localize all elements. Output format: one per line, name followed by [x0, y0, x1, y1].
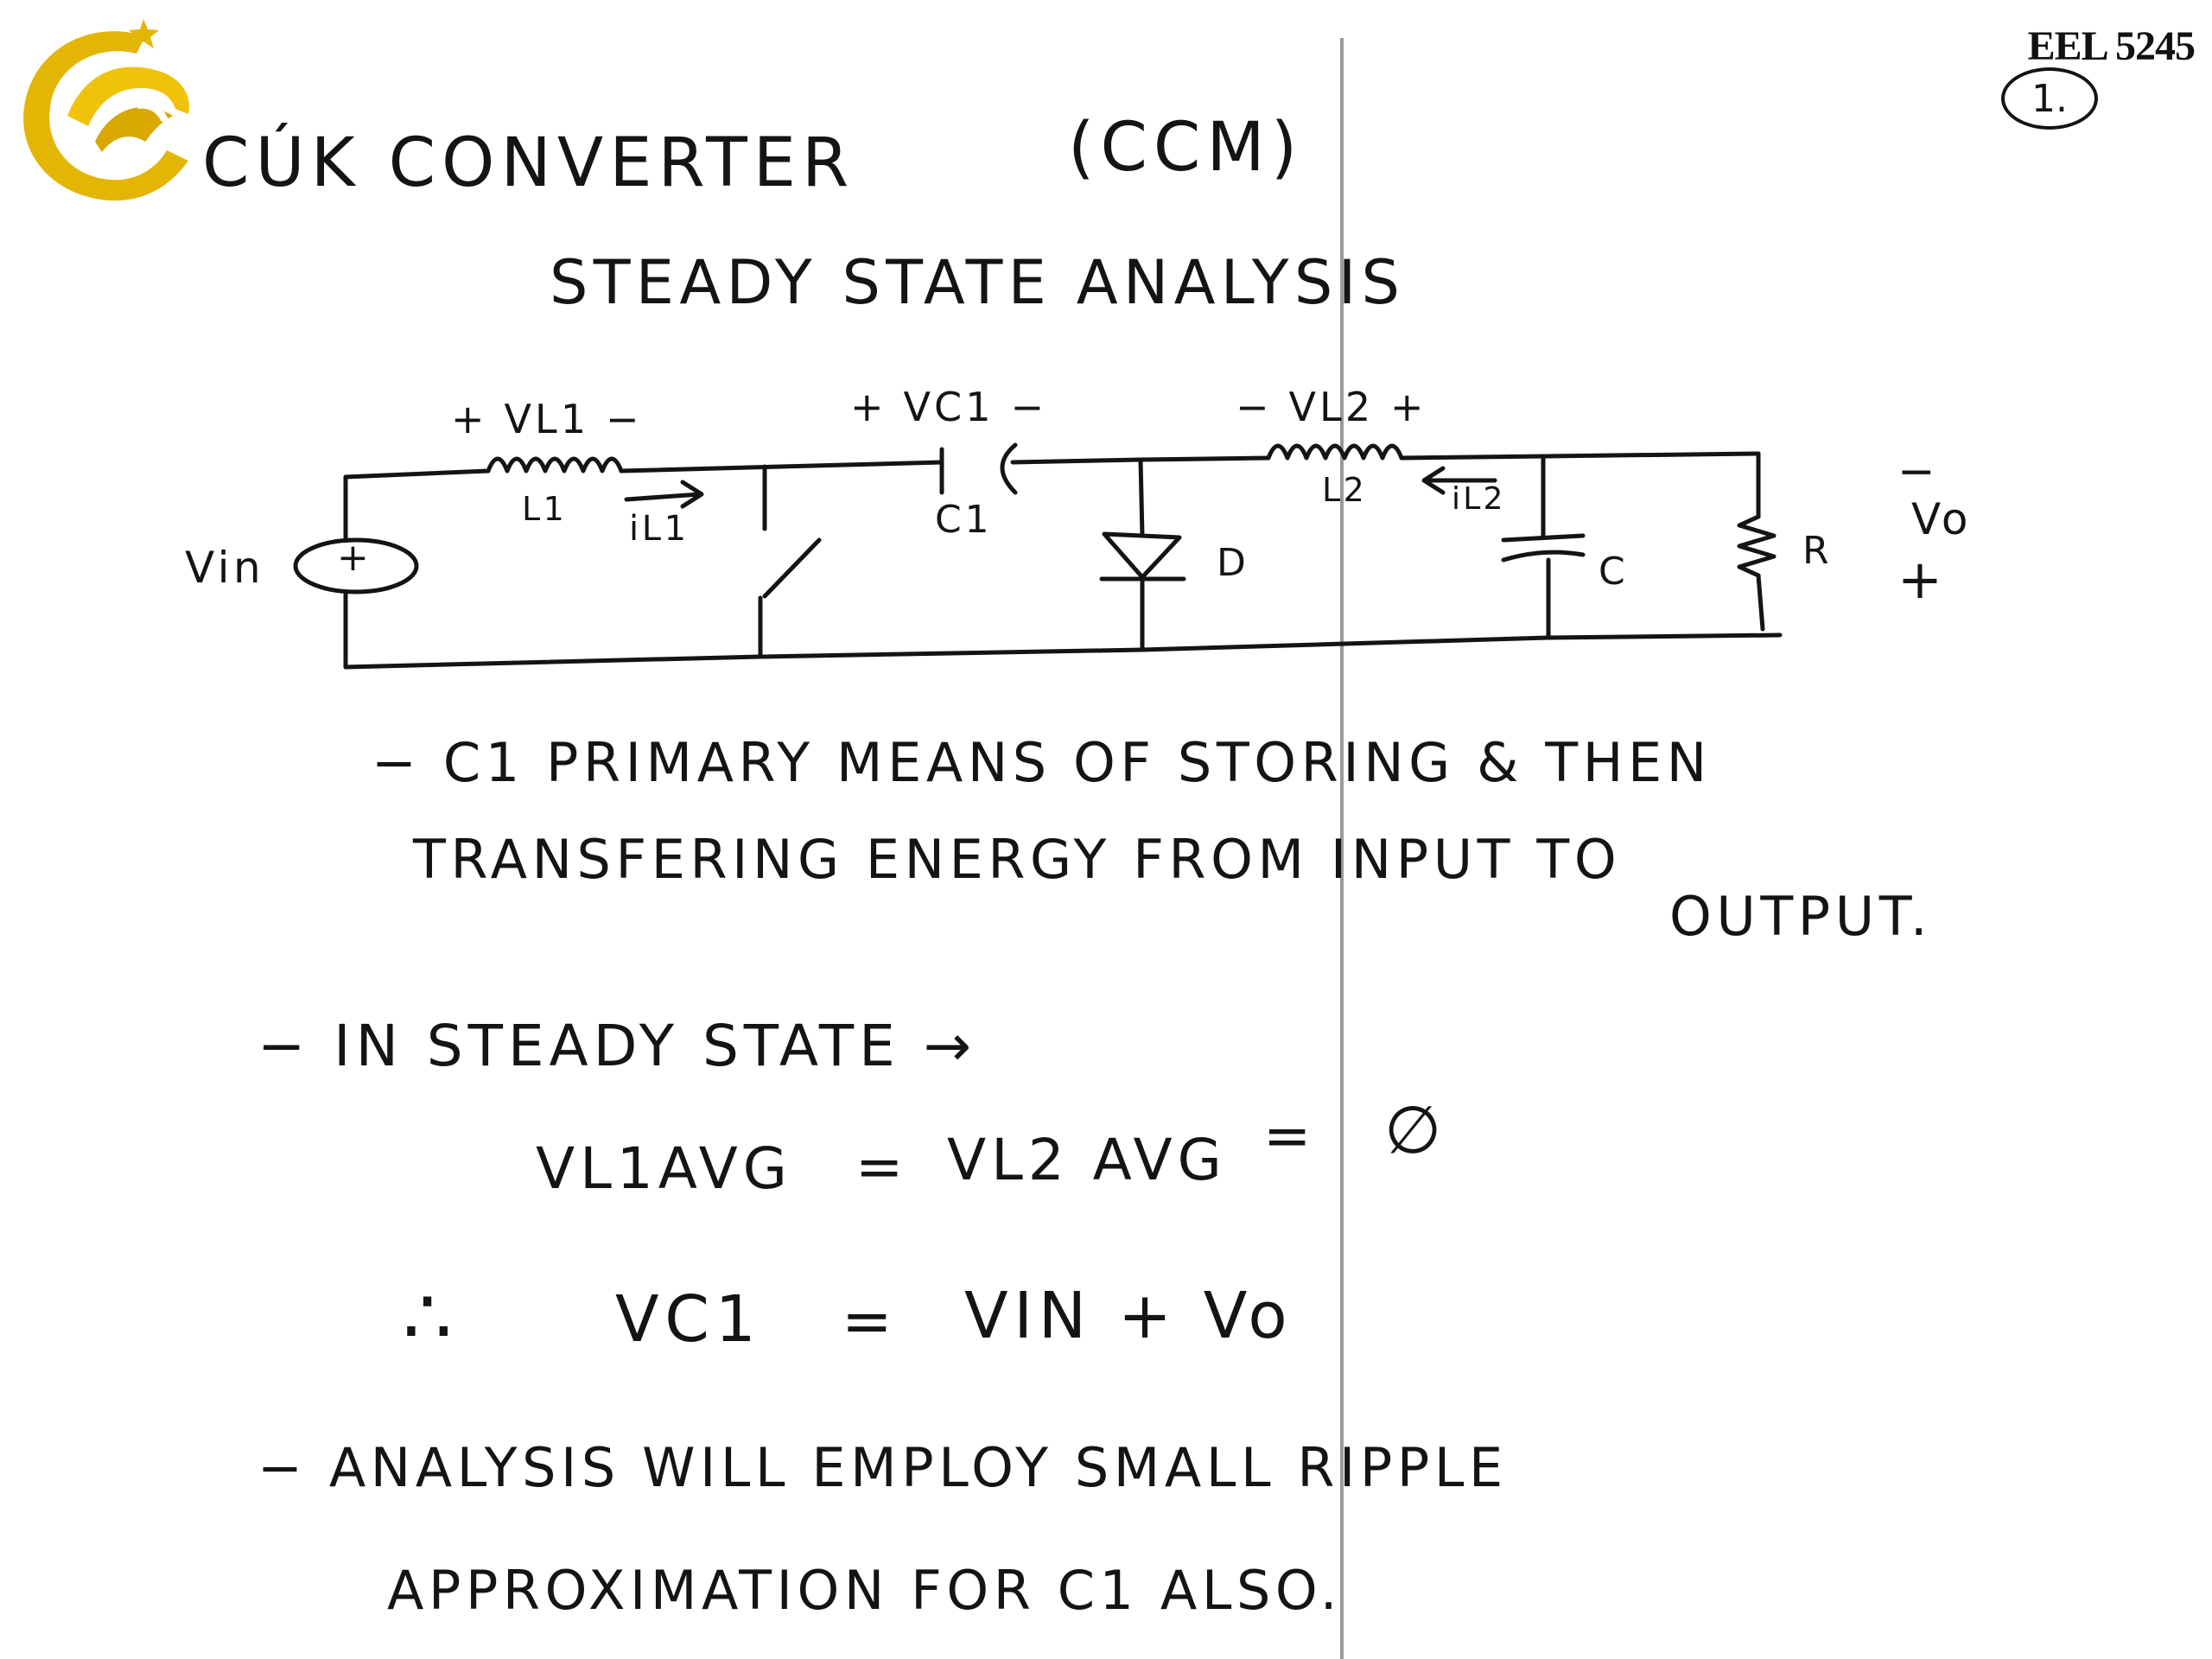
university-logo-icon: [23, 19, 189, 201]
l2-label: L2: [1322, 471, 1368, 509]
page-divider-line: [1340, 38, 1344, 1659]
c1-voltage-label: + VC1 −: [850, 384, 1048, 430]
wire-top-left: [343, 468, 491, 480]
l1-label: L1: [522, 490, 568, 528]
vo-label: Vo: [1911, 494, 1972, 544]
note-2-line-1: − IN STEADY STATE →: [257, 1013, 976, 1079]
equation-1-equals-1: =: [855, 1134, 909, 1200]
il2-arrow-icon: [1421, 466, 1497, 495]
diode-icon: [1099, 457, 1186, 652]
c-label: C: [1599, 550, 1629, 594]
equation-2-rhs: VIN + Vo: [964, 1279, 1294, 1353]
inductor-l1-icon: [486, 456, 624, 474]
l1-current-label: iL1: [629, 509, 690, 549]
page-title: CÚK CONVERTER: [202, 124, 855, 202]
resistor-r-icon: [1737, 451, 1777, 632]
l1-voltage-label: + VL1 −: [451, 396, 643, 442]
vo-minus-label: −: [1897, 446, 1940, 498]
equation-2-equals: =: [842, 1286, 898, 1357]
source-polarity: +: [337, 536, 372, 580]
note-3-line-2: APPROXIMATION FOR C1 ALSO.: [387, 1559, 1343, 1622]
equation-1-mid: VL2 AVG: [947, 1127, 1227, 1193]
capacitor-c-icon: [1501, 454, 1586, 640]
r-label: R: [1802, 529, 1833, 573]
page-title-mode: (CCM): [1068, 109, 1304, 187]
capacitor-c1-icon: [939, 442, 1143, 495]
inductor-l2-icon: [1266, 443, 1404, 461]
therefore-symbol: ∴: [403, 1272, 460, 1363]
equation-1-lhs: VL1AVG: [536, 1135, 792, 1202]
source-label: Vin: [185, 543, 265, 593]
il1-arrow-icon: [624, 480, 704, 509]
equation-1-equals-2: =: [1263, 1103, 1317, 1169]
l2-current-label: iL2: [1452, 481, 1506, 517]
course-code: EEL 5245: [2027, 23, 2196, 69]
note-3-line-1: − ANALYSIS WILL EMPLOY SMALL RIPPLE: [257, 1436, 1508, 1499]
cuk-converter-schematic: [293, 442, 1783, 670]
voltage-source-icon: [293, 474, 419, 670]
note-1-line-3: OUTPUT.: [1669, 885, 1933, 948]
equation-2-lhs: VC1: [615, 1282, 762, 1357]
vo-plus-label: +: [1897, 548, 1948, 611]
page-subtitle: STEADY STATE ANALYSIS: [550, 247, 1406, 318]
diode-label: D: [1217, 541, 1249, 585]
wire-bottom-return: [343, 632, 1783, 670]
l2-voltage-label: − VL2 +: [1236, 384, 1427, 430]
switch-icon: [758, 464, 822, 659]
wire-l1-to-switch: [619, 460, 944, 474]
note-1-line-2: TRANSFERING ENERGY FROM INPUT TO: [413, 828, 1622, 891]
page-number: 1.: [2001, 67, 2098, 130]
wire-l2-to-output: [1399, 451, 1761, 461]
wire-diode-to-l2: [1138, 455, 1271, 462]
c1-label: C1: [935, 498, 993, 542]
equation-1-rhs: ∅: [1384, 1091, 1448, 1168]
note-1-line-1: − C1 PRIMARY MEANS OF STORING & THEN: [372, 731, 1712, 794]
